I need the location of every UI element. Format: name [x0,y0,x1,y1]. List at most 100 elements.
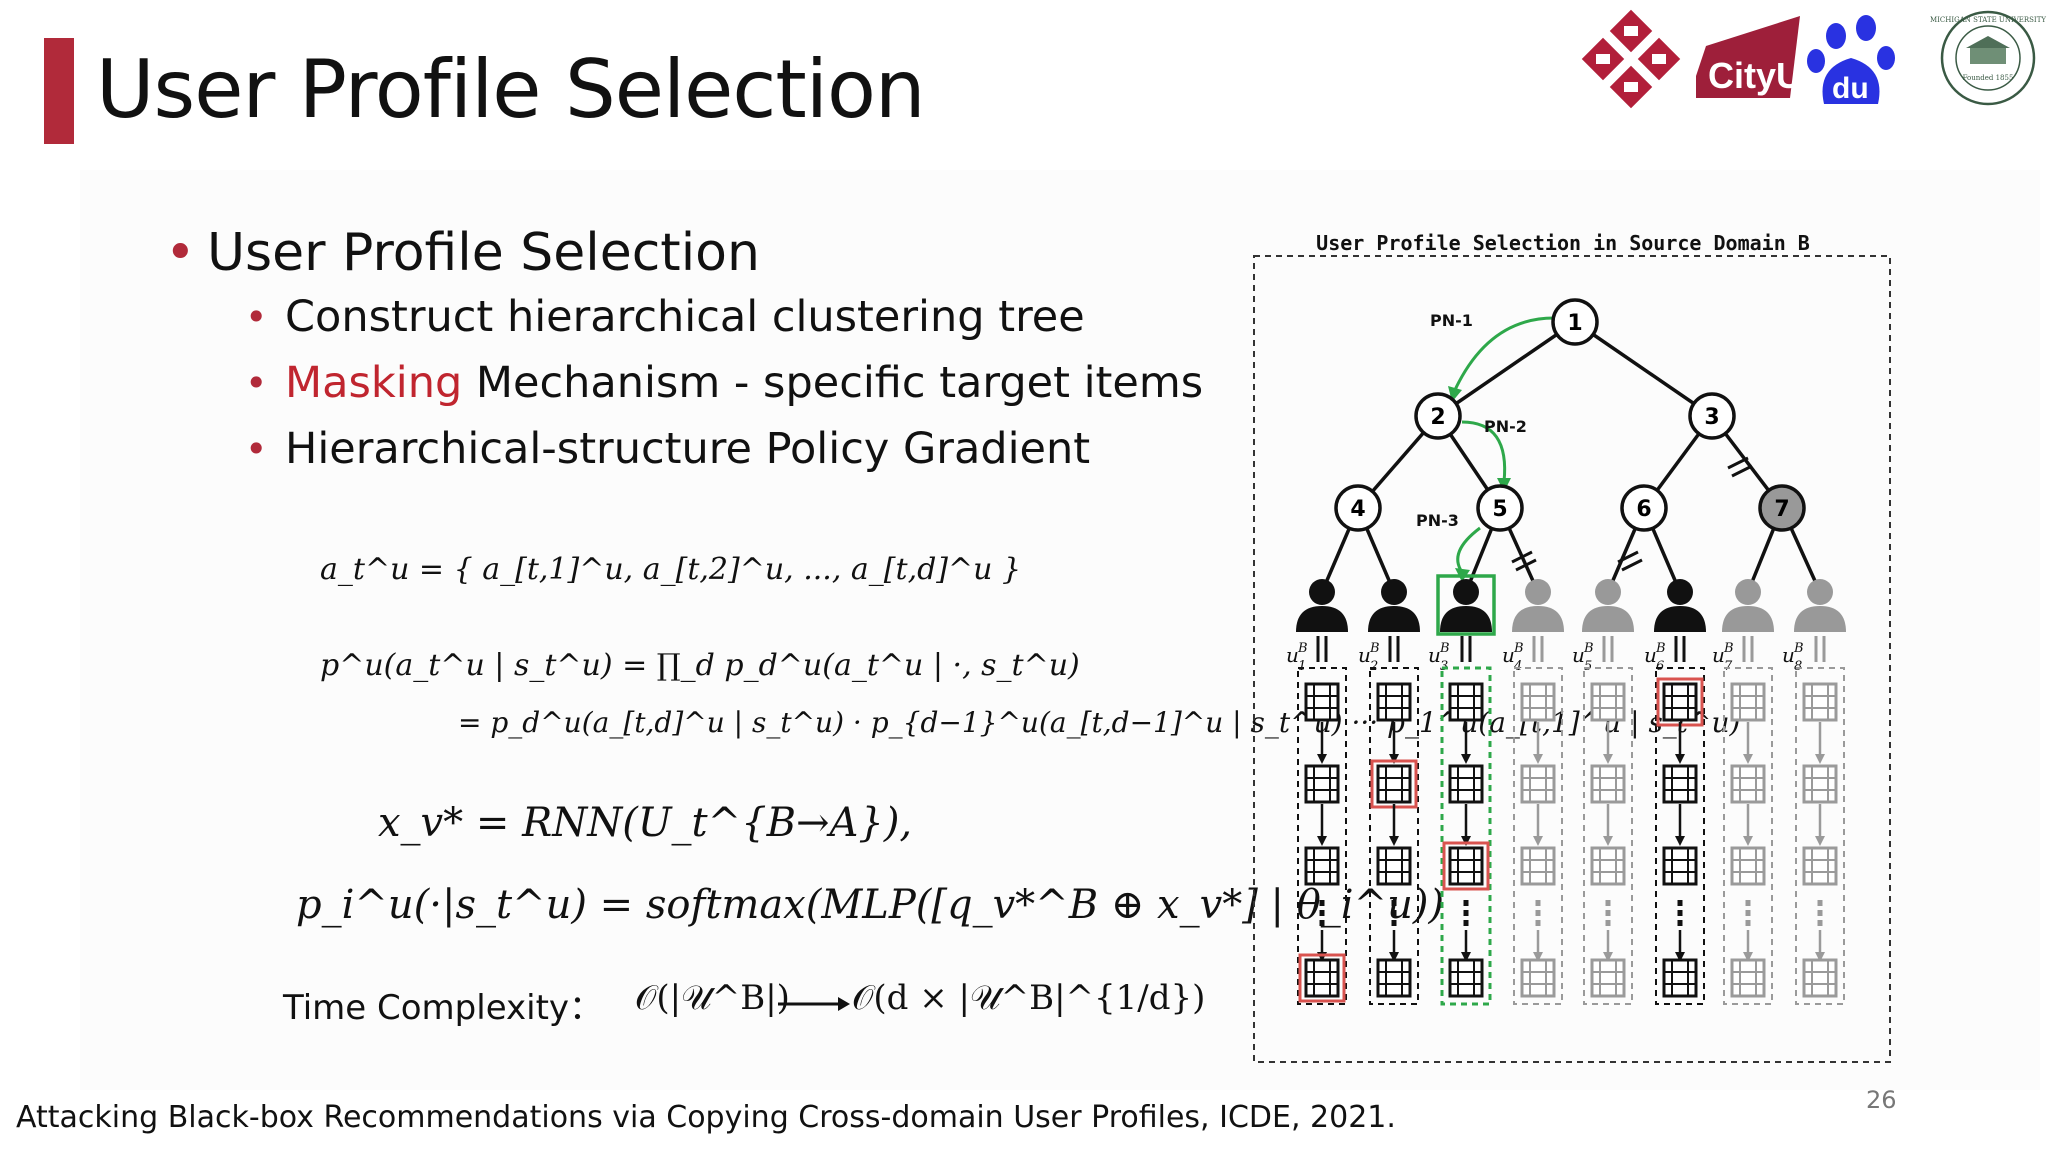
user-icon-4 [1512,579,1564,632]
user-icon-6 [1654,579,1706,632]
svg-text:B: B [1297,641,1308,656]
page-number: 26 [1866,1086,1897,1114]
time-complexity-from: 𝒪(|𝒰^B|) [635,978,790,1018]
svg-text:Founded 1855: Founded 1855 [1963,74,2014,82]
film-frame-icon [1448,958,1484,998]
item-sequence-columns [1297,636,1845,1006]
target-item-highlight [1442,841,1490,891]
title-accent-bar [44,38,74,144]
film-frame-icon [1448,764,1484,804]
film-frame-icon [1304,846,1340,886]
film-frame-icon [1590,682,1626,722]
film-frame-icon [1448,846,1484,886]
film-frame-icon [1304,958,1340,998]
university-logos: CityU du Founded 1855 MICHIGAN STATE UNI… [1581,9,2046,109]
selected-user-box [1436,574,1496,636]
bullet-sub-1: Construct hierarchical clustering tree [243,284,1203,350]
tree-node-label-5: 5 [1492,497,1507,522]
bullet-sub-3: Hierarchical-structure Policy Gradient [243,416,1203,482]
user-label-6: 6 [1656,659,1664,674]
svg-text:B: B [1655,641,1666,656]
target-item-highlight [1298,953,1346,1003]
user-label-7: 7 [1724,659,1733,674]
mask-marks [1511,456,1753,572]
time-complexity-label: Time Complexity： [283,988,604,1028]
bullet-list: User Profile Selection Construct hierarc… [165,222,1203,482]
svg-text:du: du [1832,72,1869,105]
tree-node-label-7: 7 [1774,497,1789,522]
film-frame-icon [1520,958,1556,998]
user-icon-1 [1296,579,1348,632]
pn-label-1: PN-1 [1430,311,1473,330]
film-frame-icon [1662,958,1698,998]
formula-rnn: x_v* = RNN(U_t^{B→A}), [378,800,913,846]
film-frame-icon [1590,846,1626,886]
svg-text:u: u [1428,643,1441,667]
user-label-5: 5 [1584,659,1592,674]
svg-text:B: B [1723,641,1734,656]
time-complexity-to: 𝒪(d × |𝒰^B|^{1/d}) [852,978,1206,1018]
user-icons [1296,574,1846,636]
film-frame-icon [1520,764,1556,804]
film-frame-icon [1520,682,1556,722]
formula-action-set: a_t^u = { a_[t,1]^u, a_[t,2]^u, ..., a_[… [320,552,1022,587]
tree-node-6 [1620,484,1668,532]
svg-text:u: u [1358,643,1371,667]
film-frame-icon [1376,958,1412,998]
svg-text:B: B [1439,641,1450,656]
film-frame-icon [1662,846,1698,886]
tree-node-label-2: 2 [1430,405,1445,430]
svg-text:B: B [1583,641,1594,656]
page-title: User Profile Selection [96,43,926,136]
tree-node-4 [1334,484,1382,532]
complexity-arrow [778,997,850,1011]
film-frame-icon [1730,846,1766,886]
user-label-8: 8 [1794,659,1802,674]
film-frame-icon [1376,764,1412,804]
film-frame-icon [1730,764,1766,804]
bullet-main: User Profile Selection [165,222,1203,284]
diagram-title: User Profile Selection in Source Domain … [1316,231,1810,255]
tree-edges [1320,320,1822,593]
user-icon-5 [1582,579,1634,632]
film-frame-icon [1802,682,1838,722]
pn-arrows [1452,316,1555,573]
formula-softmax: p_i^u(·|s_t^u) = softmax(MLP([q_v*^B ⊕ x… [296,882,1445,928]
pn-label-3: PN-3 [1416,511,1459,530]
film-frame-icon [1448,682,1484,722]
tree-node-label-1: 1 [1567,311,1582,336]
svg-text:B: B [1793,641,1804,656]
film-frame-icon [1662,682,1698,722]
tree-node-7 [1758,484,1806,532]
masking-rest: Mechanism - specific target items [462,358,1204,408]
film-frame-icon [1802,958,1838,998]
film-frame-icon [1662,764,1698,804]
user-icon-2 [1368,579,1420,632]
film-frame-icon [1802,764,1838,804]
svg-text:B: B [1369,641,1380,656]
tree-node-label-6: 6 [1636,497,1651,522]
svg-text:u: u [1712,643,1725,667]
pn-label-2: PN-2 [1484,417,1527,436]
film-frame-icon [1730,682,1766,722]
formula-policy-product: p^u(a_t^u | s_t^u) = ∏_d p_d^u(a_t^u | ·… [320,648,1080,683]
polyu-knot-logo [1581,9,1681,109]
svg-text:u: u [1502,643,1515,667]
user-icon-7 [1722,579,1774,632]
tree-node-label-3: 3 [1704,405,1719,430]
msu-seal-logo: Founded 1855 MICHIGAN STATE UNIVERSITY [1930,10,2046,106]
user-icon-3 [1440,579,1492,632]
film-frame-icon [1730,958,1766,998]
baidu-logo: du [1807,15,1895,105]
user-profile-tree-diagram: User Profile Selection in Source Domain … [1253,231,1891,1063]
bullet-sub-2: Masking Mechanism - specific target item… [243,350,1203,416]
citation: Attacking Black-box Recommendations via … [16,1100,1396,1135]
film-frame-icon [1520,846,1556,886]
svg-text:B: B [1513,641,1524,656]
tree-node-label-4: 4 [1350,497,1365,522]
svg-text:CityU: CityU [1708,55,1802,96]
tree-node-3 [1688,392,1736,440]
user-label-1: 1 [1298,659,1306,674]
tree-node-1 [1551,298,1599,346]
user-icon-8 [1794,579,1846,632]
